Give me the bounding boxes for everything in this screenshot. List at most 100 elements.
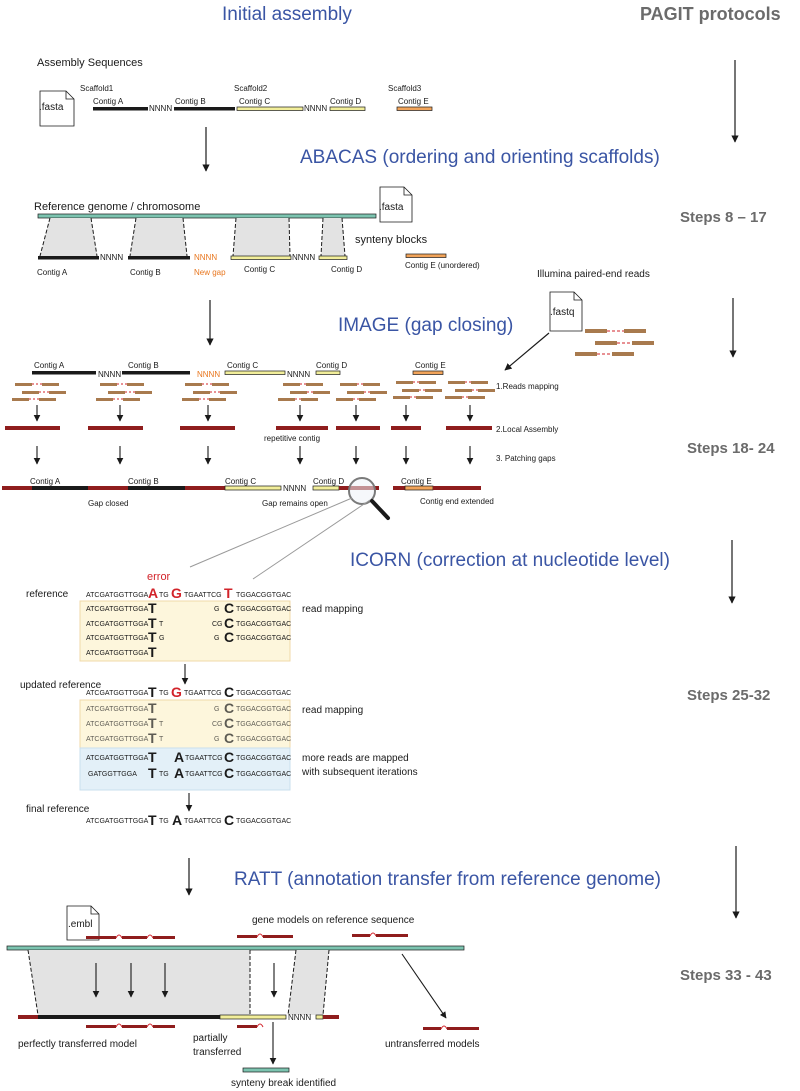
svg-text:T: T [148, 615, 157, 631]
abacas-fasta-label: .fasta [379, 202, 404, 213]
upd-t: T [148, 684, 157, 700]
partially-label-2: transferred [193, 1047, 241, 1058]
svg-text:G: G [214, 736, 219, 743]
patched-assembly [2, 485, 481, 491]
image-nnnn-1: NNNN [98, 370, 121, 379]
ref-seq-4: TGGACGGTGAC [236, 592, 291, 599]
local-assembly-contigs [5, 426, 492, 430]
svg-text:T: T [148, 715, 157, 731]
svg-text:G: G [214, 606, 219, 613]
scaffold1-label: Scaffold1 [80, 84, 114, 93]
ratt-nnnn: NNNN [288, 1013, 311, 1022]
svg-text:ATCGATGGTTGGA: ATCGATGGTTGGA [86, 635, 149, 642]
svg-text:TGGACGGTGAC: TGGACGGTGAC [236, 755, 291, 762]
patching-gaps-step: 3. Patching gaps [496, 454, 556, 463]
zoom-line-right [252, 499, 371, 580]
more-reads-label-1: more reads are mapped [302, 753, 409, 764]
icorn-steps: Steps 25-32 [687, 687, 770, 704]
upd-c: C [224, 684, 234, 700]
synteny-break-marker [242, 1067, 290, 1073]
svg-text:CG: CG [212, 621, 223, 628]
contig-e-unordered-label: Contig E (unordered) [405, 261, 480, 270]
init-contig-e [396, 106, 433, 111]
abacas-contig-a-label: Contig A [37, 268, 68, 277]
upd-seq-4: TGGACGGTGAC [236, 690, 291, 697]
svg-text:ATCGATGGTTGGA: ATCGATGGTTGGA [86, 736, 149, 743]
image-contig-c-label: Contig C [227, 361, 258, 370]
svg-text:TGAATTCG: TGAATTCG [185, 771, 223, 778]
fastq-file-icon [549, 291, 583, 332]
ratt-reference-bar [6, 945, 465, 951]
synteny-break-label: synteny break identified [231, 1078, 336, 1089]
read-mapping-box-2 [79, 699, 291, 749]
patching-arrows [33, 446, 474, 465]
ref-seq-1: ATCGATGGTTGGA [86, 592, 149, 599]
svg-text:C: C [224, 700, 234, 716]
ratt-transfer-arrows [92, 953, 447, 1019]
abacas-title: ABACAS (ordering and orienting scaffolds… [300, 147, 660, 168]
patched-contig-c-label: Contig C [225, 477, 256, 486]
image-nnnn-2: NNNN [287, 370, 310, 379]
image-contig-b [122, 371, 190, 375]
svg-text:T: T [148, 749, 157, 765]
svg-text:ATCGATGGTTGGA: ATCGATGGTTGGA [86, 706, 149, 713]
svg-text:T: T [159, 736, 164, 743]
synteny-block-a [40, 218, 97, 256]
patched-contig-b-label: Contig B [128, 477, 159, 486]
scaffold2-label: Scaffold2 [234, 84, 268, 93]
new-gap-label: New gap [194, 268, 226, 277]
read-clusters [12, 381, 495, 401]
svg-text:ATCGATGGTTGGA: ATCGATGGTTGGA [86, 606, 149, 613]
abacas-contig-b [128, 256, 190, 260]
init-contig-c [236, 106, 304, 111]
abacas-contig-d [318, 255, 348, 260]
read-mapping-label-2: read mapping [302, 705, 363, 716]
ratt-title: RATT (annotation transfer from reference… [234, 869, 661, 890]
local-assembly-step: 2.Local Assembly [496, 425, 558, 434]
ratt-steps: Steps 33 - 43 [680, 967, 772, 984]
pagit-protocols-title: PAGIT protocols [640, 4, 781, 24]
image-contig-a-label: Contig A [34, 361, 65, 370]
ref-seq-3: TGAATTCG [184, 592, 222, 599]
svg-text:G: G [159, 635, 164, 642]
embl-file-icon [66, 905, 100, 941]
abacas-contig-d-label: Contig D [331, 265, 362, 274]
init-contig-b [174, 107, 235, 111]
svg-text:TGGACGGTGAC: TGGACGGTGAC [236, 771, 291, 778]
svg-text:TG: TG [159, 771, 169, 778]
ratt-target-assembly [18, 1014, 339, 1020]
illumina-label: Illumina paired-end reads [537, 269, 650, 280]
init-nnnn-2: NNNN [304, 104, 327, 113]
svg-text:ATCGATGGTTGGA: ATCGATGGTTGGA [86, 650, 149, 657]
more-reads-label-2: with subsequent iterations [301, 767, 418, 778]
svg-text:T: T [148, 644, 157, 660]
svg-text:TGGACGGTGAC: TGGACGGTGAC [236, 621, 291, 628]
final-a: A [172, 812, 182, 828]
abacas-contig-c [230, 255, 292, 260]
contig-end-extended-label: Contig end extended [420, 497, 494, 506]
init-contig-d [329, 106, 366, 111]
svg-text:C: C [224, 730, 234, 746]
final-seq-4: TGGACGGTGAC [236, 818, 291, 825]
illumina-read-pairs [575, 329, 654, 356]
abacas-fasta-file-icon [379, 186, 413, 223]
final-t: T [148, 812, 157, 828]
gap-closed-label: Gap closed [88, 499, 128, 508]
svg-text:A: A [174, 749, 184, 765]
svg-text:C: C [224, 715, 234, 731]
final-seq-1: ATCGATGGTTGGA [86, 818, 149, 825]
upd-seq-2: TG [159, 690, 169, 697]
svg-text:C: C [224, 765, 234, 781]
svg-text:T: T [148, 629, 157, 645]
fasta-label: .fasta [39, 102, 64, 113]
abacas-steps: Steps 8 – 17 [680, 209, 767, 226]
image-contig-e [412, 370, 444, 375]
patched-contig-e-label: Contig E [401, 477, 432, 486]
image-title: IMAGE (gap closing) [338, 315, 513, 336]
local-assembly-arrows [33, 405, 474, 422]
image-contig-d-label: Contig D [316, 361, 347, 370]
init-contig-b-label: Contig B [175, 97, 206, 106]
synteny-block-c [233, 218, 290, 256]
